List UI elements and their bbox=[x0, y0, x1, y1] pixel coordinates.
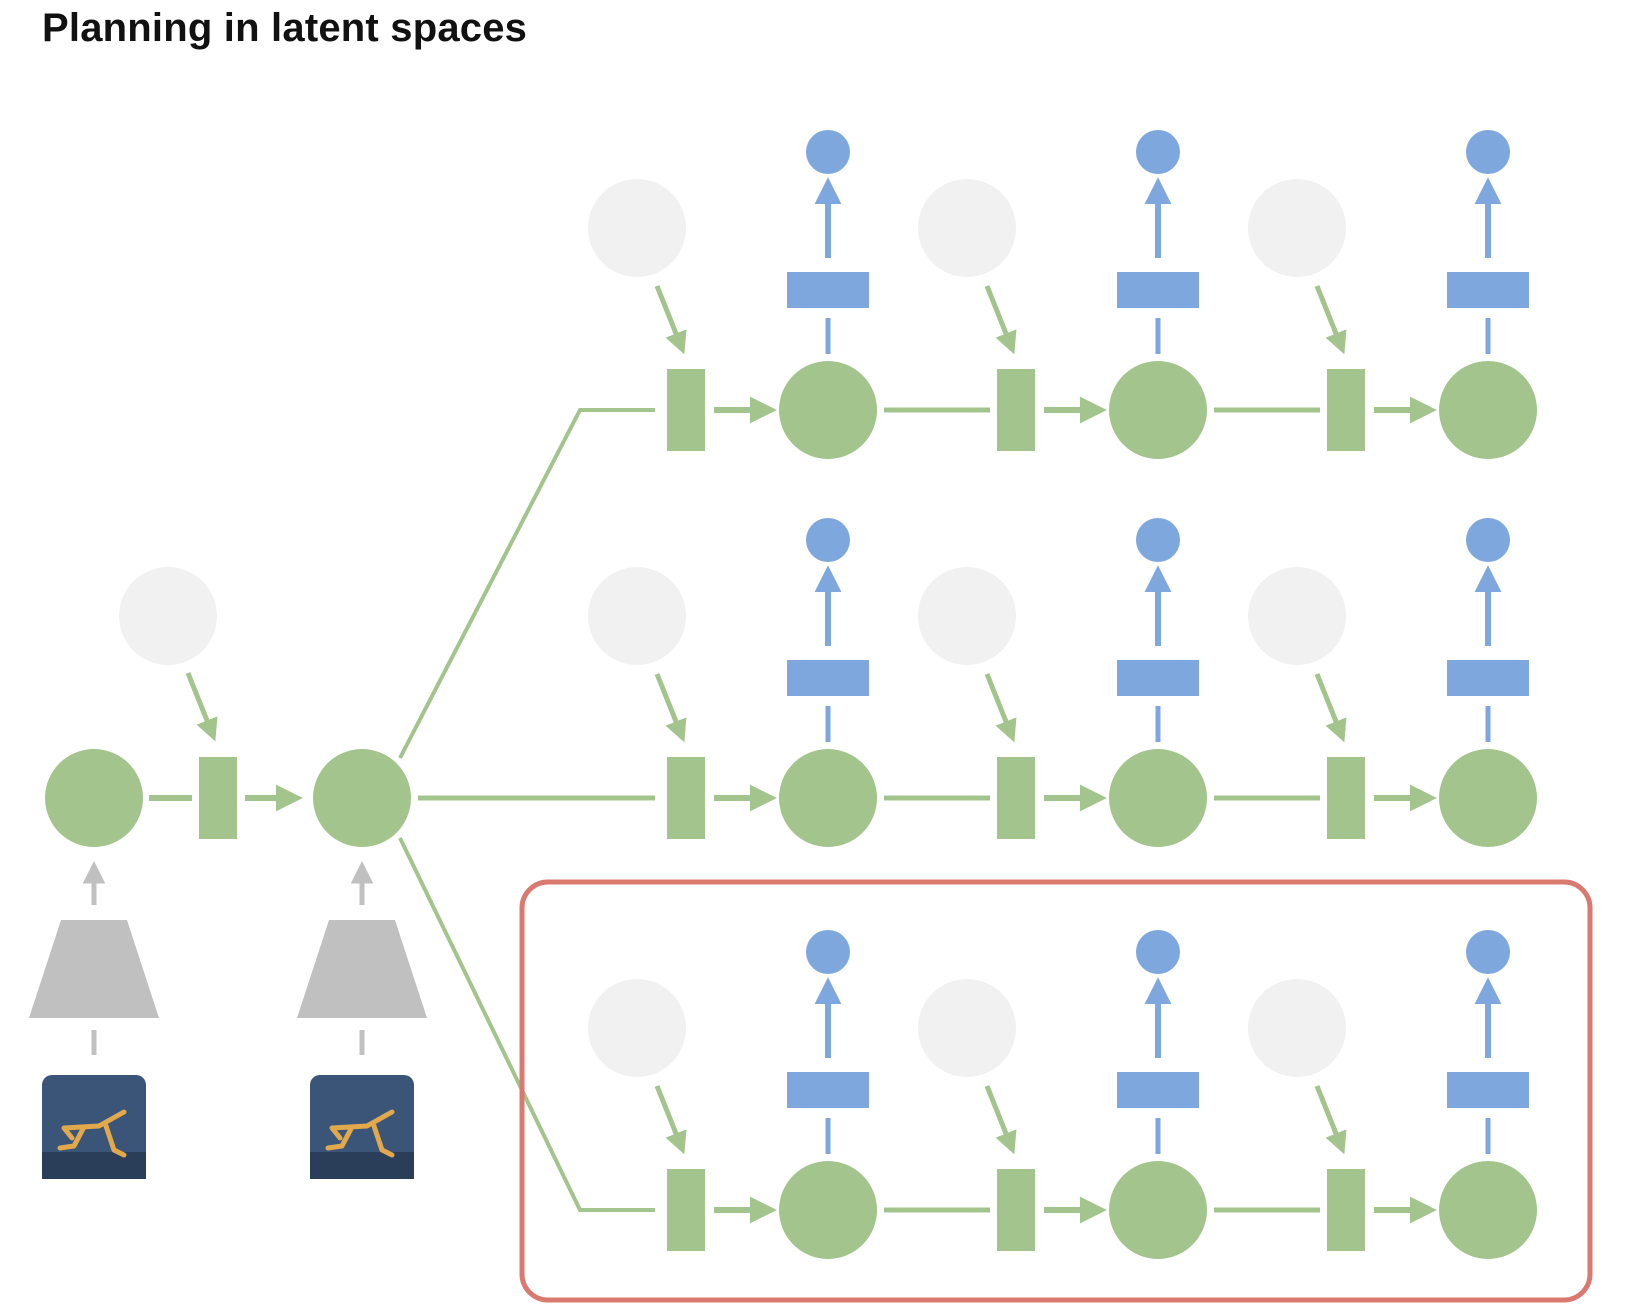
action-source-node bbox=[918, 179, 1016, 277]
action-source-node bbox=[588, 979, 686, 1077]
action-input-arrow bbox=[984, 673, 1017, 743]
reward-head-node bbox=[1447, 1072, 1529, 1108]
action-input-arrow bbox=[1314, 285, 1347, 355]
reward-head-node bbox=[1447, 660, 1529, 696]
reward-head-node bbox=[787, 272, 869, 308]
reward-node bbox=[1466, 930, 1510, 974]
action-source-node bbox=[1248, 979, 1346, 1077]
action-node bbox=[1327, 369, 1365, 451]
reward-node bbox=[1466, 130, 1510, 174]
walker-robot-figure bbox=[57, 1109, 127, 1158]
page-title: Planning in latent spaces bbox=[42, 6, 528, 50]
reward-node bbox=[806, 130, 850, 174]
reward-head-node bbox=[1117, 272, 1199, 308]
walker-robot-figure bbox=[325, 1109, 395, 1158]
encoder-trapezoid bbox=[297, 920, 427, 1018]
action-input-arrow bbox=[1314, 673, 1347, 743]
action-node bbox=[667, 757, 705, 839]
branch-line-bottom bbox=[398, 837, 655, 1212]
action-node bbox=[199, 757, 237, 839]
reward-node bbox=[806, 930, 850, 974]
action-source-node bbox=[918, 567, 1016, 665]
observation-image bbox=[42, 1075, 146, 1179]
latent-state-node bbox=[45, 749, 143, 847]
latent-state-node bbox=[1439, 361, 1537, 459]
observation-floor bbox=[310, 1152, 414, 1179]
latent-state-node bbox=[1439, 749, 1537, 847]
latent-state-node bbox=[1439, 1161, 1537, 1259]
reward-node bbox=[1466, 518, 1510, 562]
encoder-trapezoid bbox=[29, 920, 159, 1018]
latent-state-node bbox=[1109, 749, 1207, 847]
action-source-node bbox=[1248, 179, 1346, 277]
latent-state-node bbox=[1109, 1161, 1207, 1259]
latent-state-node bbox=[1109, 361, 1207, 459]
selected-trajectory-highlight bbox=[519, 879, 1593, 1303]
action-node bbox=[667, 1169, 705, 1251]
action-node bbox=[667, 369, 705, 451]
latent-state-node bbox=[779, 361, 877, 459]
action-input-arrow bbox=[654, 1085, 687, 1155]
action-input-arrow bbox=[185, 672, 218, 742]
action-input-arrow bbox=[984, 285, 1017, 355]
action-input-arrow bbox=[1314, 1085, 1347, 1155]
reward-head-node bbox=[1117, 1072, 1199, 1108]
action-input-arrow bbox=[984, 1085, 1017, 1155]
branch-line-top bbox=[398, 408, 655, 759]
reward-head-node bbox=[787, 660, 869, 696]
latent-state-node bbox=[779, 749, 877, 847]
reward-node bbox=[1136, 930, 1180, 974]
latent-state-node bbox=[779, 1161, 877, 1259]
reward-head-node bbox=[1447, 272, 1529, 308]
action-source-node bbox=[1248, 567, 1346, 665]
reward-head-node bbox=[1117, 660, 1199, 696]
action-source-node bbox=[588, 567, 686, 665]
action-source-node bbox=[119, 567, 217, 665]
reward-node bbox=[1136, 130, 1180, 174]
action-input-arrow bbox=[654, 285, 687, 355]
action-node bbox=[997, 1169, 1035, 1251]
observation-image bbox=[310, 1075, 414, 1179]
reward-head-node bbox=[787, 1072, 869, 1108]
action-input-arrow bbox=[654, 673, 687, 743]
action-node bbox=[1327, 1169, 1365, 1251]
action-source-node bbox=[588, 179, 686, 277]
latent-state-node bbox=[313, 749, 411, 847]
observation-floor bbox=[42, 1152, 146, 1179]
action-node bbox=[1327, 757, 1365, 839]
reward-node bbox=[806, 518, 850, 562]
action-node bbox=[997, 757, 1035, 839]
action-source-node bbox=[918, 979, 1016, 1077]
reward-node bbox=[1136, 518, 1180, 562]
action-node bbox=[997, 369, 1035, 451]
